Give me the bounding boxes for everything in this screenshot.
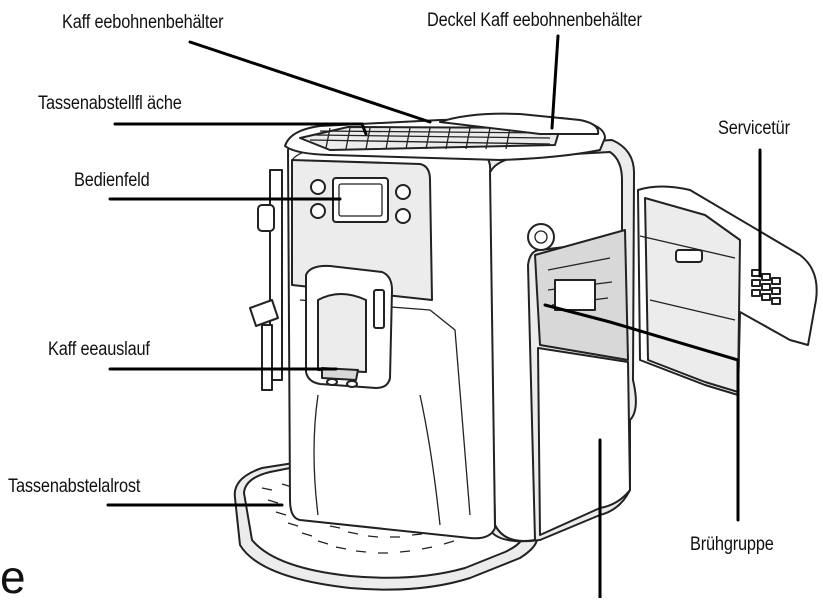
machine-side-body <box>469 139 637 543</box>
label-brew-group: Brühgruppe <box>690 534 774 555</box>
coffee-spout-unit <box>305 264 393 389</box>
service-door <box>637 185 818 396</box>
label-coffee-spout: Kaff eeauslauf <box>48 339 150 360</box>
label-cup-warming-surface: Tassenabstellfl äche <box>38 93 182 114</box>
label-service-door: Servicetür <box>718 118 790 139</box>
label-drip-grid: Tassenabstelalrost <box>8 476 141 497</box>
leader-bean-lid <box>550 34 560 130</box>
label-stray-fragment: e <box>0 551 26 603</box>
leader-brew-group <box>543 303 740 522</box>
label-bean-container-lid: Deckel Kaff eebohnenbehälter <box>427 10 642 31</box>
label-control-panel: Bedienfeld <box>74 170 150 191</box>
machine-top <box>284 112 606 161</box>
leader-bean-container <box>188 40 432 124</box>
leader-lines <box>106 34 762 598</box>
label-bean-container: Kaff eebohnenbehälter <box>62 12 224 33</box>
steam-wand <box>249 169 283 391</box>
leader-cup-surface <box>113 122 368 136</box>
